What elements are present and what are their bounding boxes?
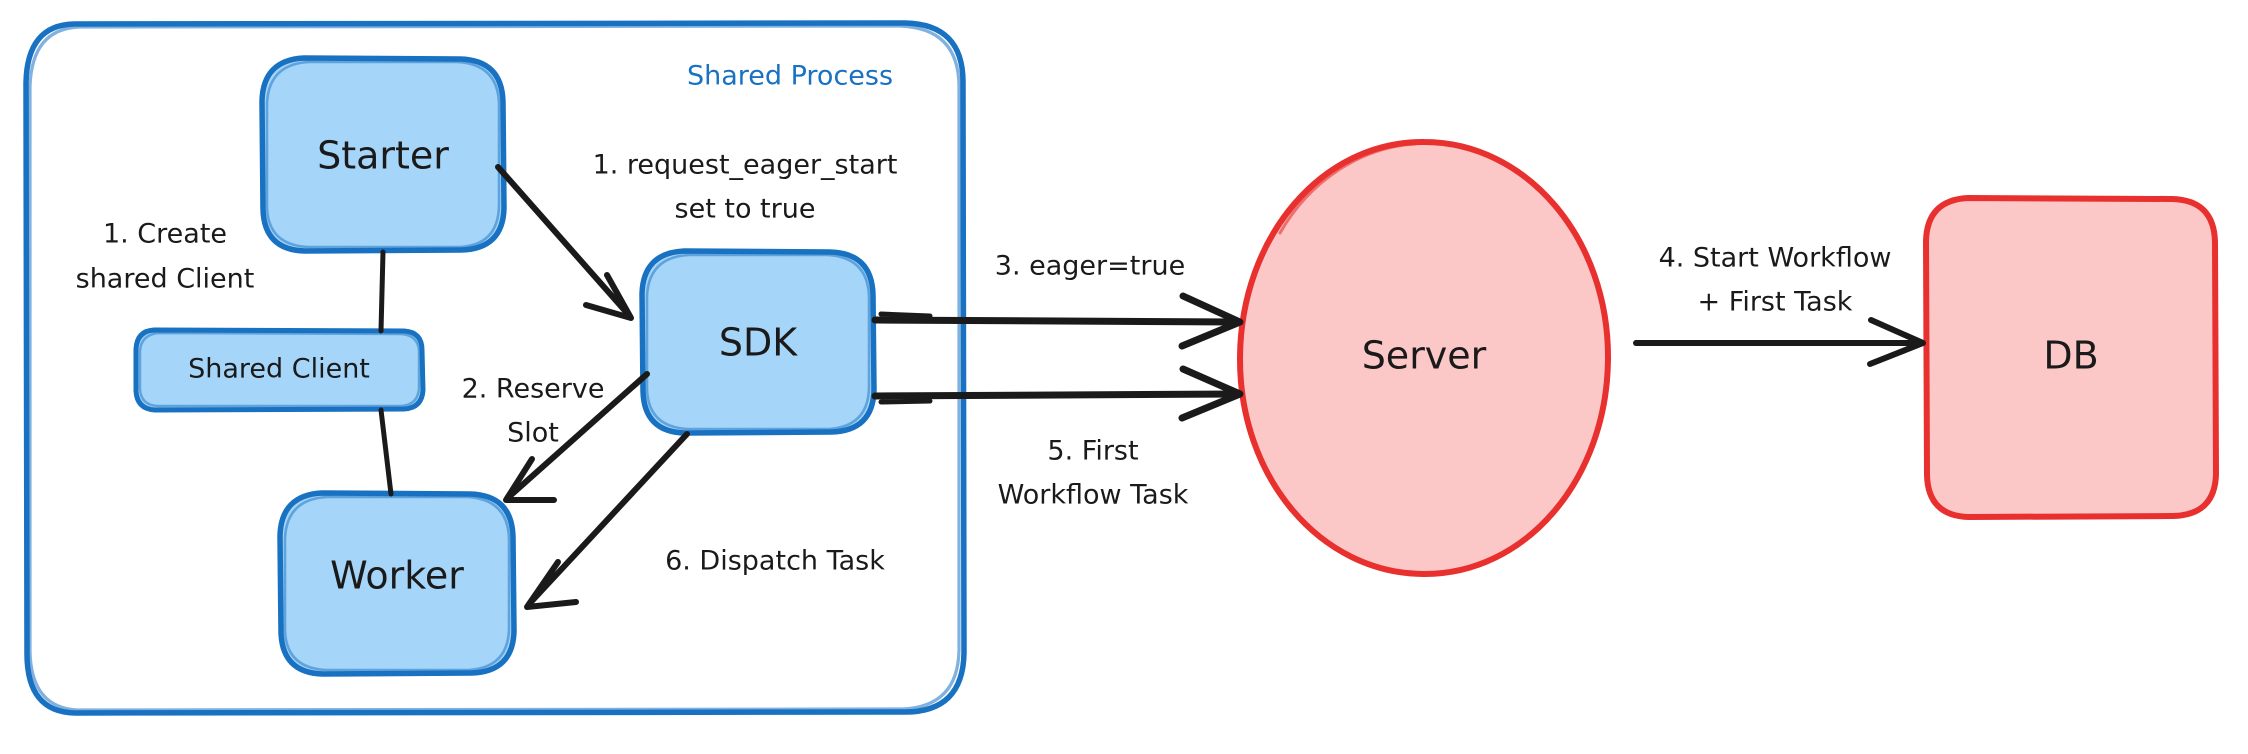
connector-shared-client-worker <box>378 407 394 497</box>
node-starter-label: Starter <box>317 134 449 178</box>
edge-label-first-workflow-task: 5. First Workflow Task <box>998 436 1189 511</box>
node-db-label: DB <box>2043 334 2098 378</box>
edge-label-line-2: + First Task <box>1698 287 1853 318</box>
node-starter[interactable]: Starter <box>259 55 507 254</box>
node-sdk[interactable]: SDK <box>639 248 877 436</box>
edge-label-line-1: 1. request_eager_start <box>593 150 898 181</box>
connector-sdk-worker-reserve <box>503 371 650 503</box>
node-db[interactable]: DB <box>1923 195 2219 520</box>
shared-process-label: Shared Process <box>687 61 893 92</box>
connector-sdk-server-eager <box>871 292 1244 350</box>
connector-starter-sdk <box>495 164 634 321</box>
connector-sdk-server-first-task <box>871 365 1244 422</box>
edge-label-line-2: set to true <box>675 194 816 225</box>
node-sdk-label: SDK <box>719 321 798 365</box>
edge-label-line-1: 1. Create <box>103 219 227 250</box>
shared-process-container: Shared Process <box>23 20 967 716</box>
edge-label-create-shared-client: 1. Create shared Client <box>76 219 255 295</box>
edge-label-line-1: 5. First <box>1047 436 1138 467</box>
connector-sdk-worker-dispatch <box>524 431 690 610</box>
connector-server-db <box>1633 317 1926 367</box>
node-shared-client[interactable]: Shared Client <box>133 327 426 413</box>
node-shared-client-label: Shared Client <box>188 354 370 385</box>
edge-label-dispatch-task: 6. Dispatch Task <box>665 546 885 577</box>
node-worker[interactable]: Worker <box>277 490 517 677</box>
edge-label-request-eager-start: 1. request_eager_start set to true <box>593 150 898 225</box>
edge-label-line-1: 2. Reserve <box>462 374 605 405</box>
edge-label-line-1: 4. Start Workflow <box>1659 243 1892 274</box>
node-server[interactable]: Server <box>1236 138 1612 578</box>
node-server-label: Server <box>1362 334 1487 378</box>
edge-label-line-2: shared Client <box>76 264 255 295</box>
edge-label-line-1: 6. Dispatch Task <box>665 546 885 577</box>
edge-label-start-workflow: 4. Start Workflow + First Task <box>1659 243 1892 318</box>
edge-label-reserve-slot: 2. Reserve Slot <box>462 374 605 449</box>
node-worker-label: Worker <box>330 554 464 598</box>
edge-label-line-1: 3. eager=true <box>995 251 1185 282</box>
edge-label-eager-true: 3. eager=true <box>995 251 1185 282</box>
edge-label-line-2: Slot <box>507 418 559 449</box>
connector-starter-shared-client <box>378 249 386 334</box>
edge-label-line-2: Workflow Task <box>998 480 1189 511</box>
